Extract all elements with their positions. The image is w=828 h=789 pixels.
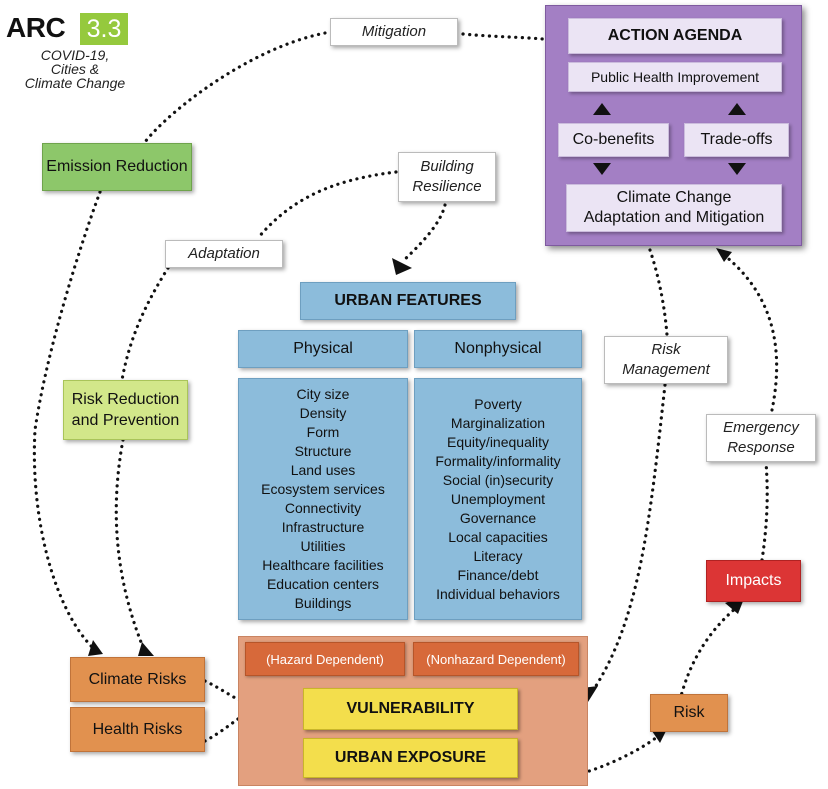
public-health-improvement: Public Health Improvement bbox=[568, 62, 782, 92]
riskmanagement-to-vulnerability bbox=[590, 383, 667, 694]
resilience-to-urban bbox=[400, 203, 447, 264]
down-arrow-icon bbox=[593, 163, 611, 175]
hazard-dependent-box: (Hazard Dependent) bbox=[245, 642, 405, 676]
nonphysical-feature-item: Equity/inequality bbox=[447, 433, 549, 450]
risk-reduction-line2: and Prevention bbox=[71, 412, 180, 429]
vulnerability-box: VULNERABILITY bbox=[303, 688, 518, 730]
risk-reduction-line1: Risk Reduction bbox=[71, 391, 180, 408]
nonphysical-feature-item: Finance/debt bbox=[457, 566, 539, 583]
nonhazard-dependent-box: (Nonhazard Dependent) bbox=[413, 642, 579, 676]
emergency-response-line1: Emergency bbox=[723, 419, 799, 436]
nonphysical-header: Nonphysical bbox=[414, 330, 582, 368]
arc-version-badge: 3.3 bbox=[80, 13, 128, 45]
nonphysical-feature-item: Social (in)security bbox=[442, 471, 554, 488]
trade-offs-box: Trade-offs bbox=[684, 123, 789, 157]
arrowhead-climate-risks-left bbox=[88, 640, 103, 656]
physical-feature-item: Density bbox=[299, 405, 347, 421]
up-arrow-icon bbox=[728, 103, 746, 115]
physical-feature-item: Buildings bbox=[294, 595, 352, 611]
adaptation-label: Adaptation bbox=[165, 240, 283, 268]
health-risks-box: Health Risks bbox=[70, 707, 205, 752]
physical-feature-item: Form bbox=[306, 424, 340, 440]
resilience-to-adaptation bbox=[256, 170, 398, 240]
response-to-agenda bbox=[722, 253, 779, 412]
physical-feature-item: Ecosystem services bbox=[261, 481, 385, 497]
nonphysical-feature-item: Poverty bbox=[474, 395, 522, 412]
building-resilience-label: Building Resilience bbox=[398, 152, 496, 202]
emission-reduction-box: Emission Reduction bbox=[42, 143, 192, 191]
arrowhead-urban bbox=[392, 258, 412, 275]
impacts-to-response bbox=[760, 460, 769, 562]
mitigation-label: Mitigation bbox=[330, 18, 458, 46]
climate-risks-box: Climate Risks bbox=[70, 657, 205, 702]
arrowhead-agenda bbox=[716, 248, 732, 262]
arc-logo-text: ARC bbox=[6, 12, 66, 43]
mitigation-arc-left bbox=[143, 31, 327, 144]
risk-management-line2: Management bbox=[622, 361, 710, 378]
risk-management-label: Risk Management bbox=[604, 336, 728, 384]
risk-reduction-box: Risk Reduction and Prevention bbox=[63, 380, 188, 440]
emergency-response-label: Emergency Response bbox=[706, 414, 816, 462]
action-agenda-title: ACTION AGENDA bbox=[568, 18, 782, 54]
physical-feature-item: Structure bbox=[294, 443, 352, 459]
up-arrow-icon bbox=[593, 103, 611, 115]
risk-to-impacts bbox=[678, 605, 739, 702]
urban-exposure-box: URBAN EXPOSURE bbox=[303, 738, 518, 778]
subtitle-line: Climate Change bbox=[24, 75, 126, 91]
emergency-response-line2: Response bbox=[727, 439, 795, 456]
mitigation-arc-right bbox=[461, 32, 545, 41]
climate-change-box: Climate Change Adaptation and Mitigation bbox=[566, 184, 782, 232]
nonphysical-feature-item: Governance bbox=[459, 509, 537, 526]
impacts-box: Impacts bbox=[706, 560, 801, 602]
arrowhead-climate-risks-right bbox=[138, 642, 154, 656]
physical-feature-item: Infrastructure bbox=[281, 519, 365, 535]
climate-change-line1: Climate Change bbox=[616, 189, 732, 206]
nonphysical-feature-item: Literacy bbox=[473, 547, 523, 564]
physical-feature-item: City size bbox=[296, 386, 350, 402]
physical-feature-item: Utilities bbox=[300, 538, 346, 554]
down-arrow-icon bbox=[728, 163, 746, 175]
physical-feature-item: Healthcare facilities bbox=[262, 557, 384, 573]
risk-management-line1: Risk bbox=[651, 341, 681, 358]
nonphysical-feature-item: Marginalization bbox=[450, 414, 546, 431]
nonphysical-feature-item: Unemployment bbox=[450, 490, 546, 507]
building-resilience-line2: Resilience bbox=[412, 178, 482, 195]
nonphysical-feature-item: Individual behaviors bbox=[436, 585, 560, 602]
nonphysical-feature-item: Local capacities bbox=[448, 528, 548, 545]
riskreduction-to-climate bbox=[114, 438, 147, 654]
exposure-to-risk bbox=[581, 735, 659, 775]
physical-feature-item: Education centers bbox=[266, 576, 380, 592]
physical-header: Physical bbox=[238, 330, 408, 368]
physical-feature-item: Connectivity bbox=[284, 500, 362, 516]
building-resilience-line1: Building bbox=[420, 158, 474, 175]
co-benefits-box: Co-benefits bbox=[558, 123, 669, 157]
subtitle-line: Cities & bbox=[50, 61, 100, 77]
arc-logo-subtitle: COVID-19, Cities & Climate Change bbox=[6, 48, 144, 90]
subtitle-line: COVID-19, bbox=[40, 47, 110, 63]
urban-features-title: URBAN FEATURES bbox=[300, 282, 516, 320]
nonphysical-feature-item: Formality/informality bbox=[435, 452, 561, 469]
climate-change-line2: Adaptation and Mitigation bbox=[583, 209, 765, 226]
adaptation-to-riskreduction bbox=[120, 266, 170, 382]
risk-box: Risk bbox=[650, 694, 728, 732]
physical-feature-item: Land uses bbox=[290, 462, 356, 478]
agenda-to-riskmanagement bbox=[648, 248, 669, 337]
